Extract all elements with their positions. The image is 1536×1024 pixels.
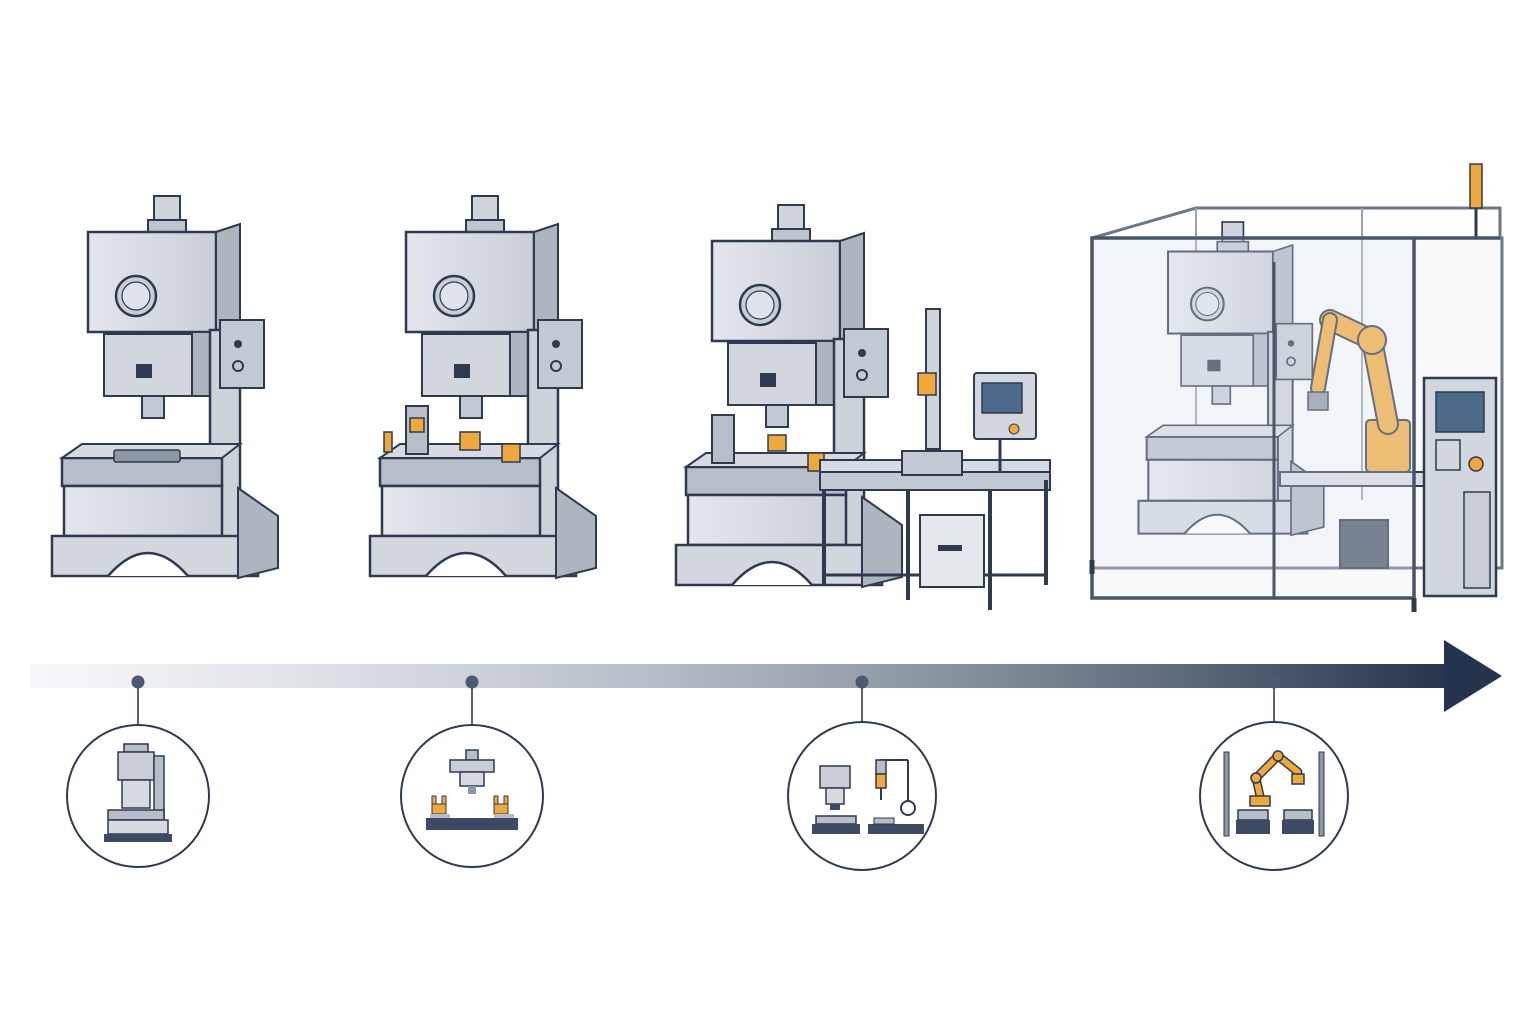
stage-4-robotic-cell <box>1089 163 1504 612</box>
stage-1-marker-dot <box>131 675 145 689</box>
press-fixture-icon <box>400 724 544 868</box>
stage-3-marker-dot <box>855 675 869 689</box>
stage-3-press-with-station <box>674 203 1051 610</box>
stage-2-press-with-fixtures <box>368 194 598 580</box>
press-icon <box>66 724 210 868</box>
stage-markers <box>131 675 1281 725</box>
robot-cell-icon <box>1199 721 1349 871</box>
robot-arm <box>1307 309 1411 473</box>
press-inspection-icon <box>787 721 937 871</box>
timeline-arrow <box>30 640 1502 712</box>
stage-4-marker-dot <box>1267 675 1281 689</box>
fixture-clamps <box>383 405 521 463</box>
stage-2-marker-dot <box>465 675 479 689</box>
stage-1-press-machine <box>50 194 280 580</box>
inspection-station <box>819 308 1051 610</box>
